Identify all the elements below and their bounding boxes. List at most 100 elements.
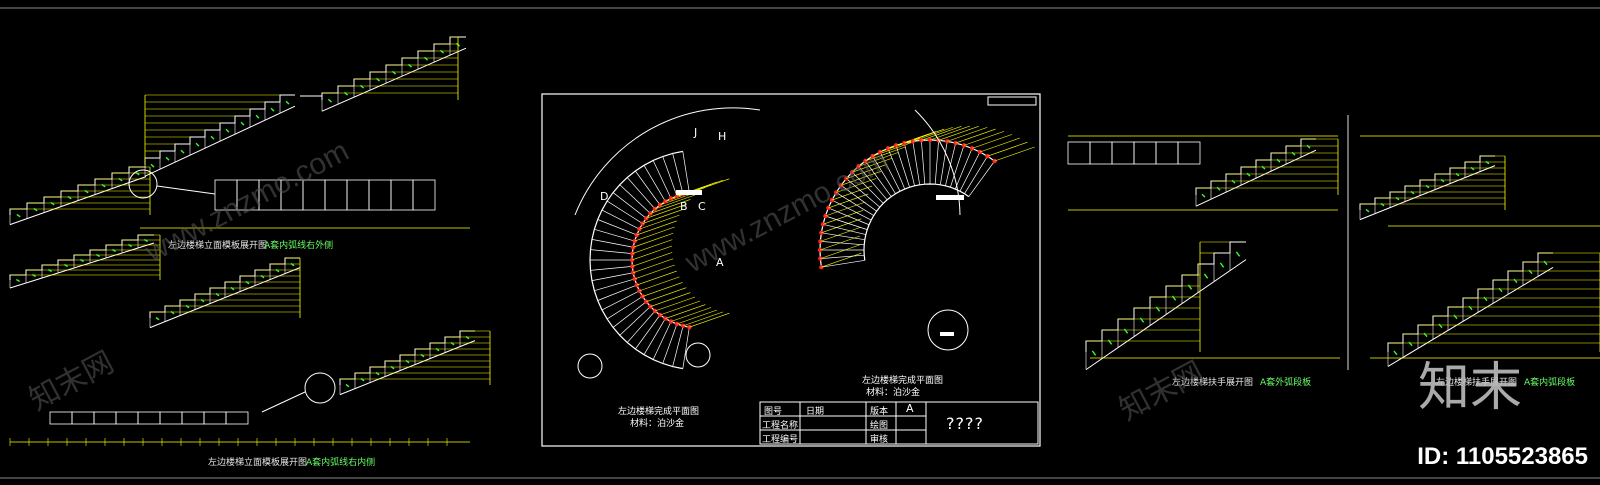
leader-line — [639, 214, 680, 230]
plan-label-c: C — [698, 200, 706, 213]
tread-line — [836, 192, 874, 216]
stair-profile — [1359, 155, 1495, 210]
tread-line — [968, 160, 995, 197]
leader-line — [659, 300, 701, 316]
handrail-tick — [1470, 166, 1475, 171]
tread-line — [591, 239, 634, 248]
tread-line — [903, 142, 915, 186]
leader-line — [689, 312, 730, 328]
plan-label-b: B — [680, 200, 688, 213]
panel-box — [137, 411, 161, 425]
tread-line — [612, 192, 647, 219]
tread-line — [954, 148, 973, 190]
handrail-tick — [118, 177, 123, 182]
detail-circle — [128, 169, 158, 199]
tread-line — [591, 272, 634, 281]
handrail-tick — [1235, 251, 1241, 257]
leader-line — [979, 137, 1021, 153]
handrail-tick — [1410, 190, 1415, 195]
newel-circle — [927, 309, 969, 351]
tread-line — [895, 145, 910, 188]
leader-line — [632, 252, 673, 267]
tread-line — [858, 166, 888, 201]
handrail-tick — [343, 91, 349, 96]
leader-line — [825, 201, 866, 217]
left-top-stair-elevation — [9, 36, 470, 229]
tread-line — [821, 259, 865, 268]
handrail-tick — [1528, 269, 1533, 275]
stringer-line — [1359, 165, 1496, 221]
plan-right-caption-line1: 左边楼梯完成平面图 — [862, 376, 944, 386]
handrail-tick — [1423, 332, 1428, 338]
tb-version-label: 版本 — [870, 407, 889, 417]
leader-line — [654, 194, 696, 210]
handrail-tick — [1393, 350, 1398, 356]
tb-review-label: 审核 — [870, 435, 889, 445]
leader-line — [646, 287, 687, 302]
panel-box — [1133, 141, 1157, 165]
leader-line — [261, 391, 306, 413]
tread-line — [950, 145, 965, 188]
leader-line — [634, 226, 675, 242]
handrail-tick — [1498, 287, 1503, 293]
right-handrail-elevation-inner — [1359, 135, 1600, 367]
tread-line — [626, 177, 656, 210]
handrail-tick — [1171, 295, 1177, 301]
handrail-tick — [1455, 172, 1460, 177]
arrow-marker — [936, 195, 964, 200]
tread-line — [606, 200, 643, 224]
plan-sheet — [541, 93, 1041, 447]
tread-line — [959, 151, 981, 192]
handrail-tick — [405, 359, 410, 364]
tread-line — [635, 170, 661, 206]
handrail-tick — [1261, 165, 1266, 170]
tread-line — [635, 314, 661, 350]
handrail-tick — [391, 70, 397, 75]
leader-line — [636, 270, 677, 286]
sheet-frame — [541, 93, 1041, 447]
panel-box — [1111, 141, 1135, 165]
leader-line — [971, 134, 1013, 149]
tread-line — [662, 323, 678, 364]
handrail-tick — [270, 107, 275, 112]
stair-outer-edge — [819, 139, 995, 268]
leader-line — [955, 128, 996, 144]
handrail-tick — [1425, 184, 1430, 189]
tread-line — [887, 148, 906, 190]
handrail-tick — [450, 341, 455, 346]
handrail-tick — [345, 383, 350, 388]
stair-profile — [339, 330, 475, 385]
tb-date-label: 日期 — [806, 407, 825, 417]
tread-line — [828, 207, 870, 226]
handrail-tick — [1091, 350, 1097, 356]
top-left-caption: 左边楼梯立面模板展开图 — [168, 241, 268, 251]
handrail-tick — [96, 253, 100, 258]
tread-line — [601, 209, 640, 230]
handrail-tick — [150, 163, 155, 168]
leader-line — [836, 178, 877, 193]
handrail-tick — [1468, 305, 1473, 311]
tb-project-no-label: 工程编号 — [762, 435, 799, 445]
leader-line — [632, 239, 673, 254]
leader-line — [821, 252, 862, 268]
handrail-tick — [101, 183, 106, 188]
handrail-tick — [165, 156, 170, 161]
leader-line — [963, 131, 1005, 146]
handrail-tick — [1440, 178, 1445, 183]
tb-version-value: A — [906, 402, 914, 415]
plan-left-caption-line2: 材料：泊沙金 — [630, 419, 685, 429]
handrail-tick — [32, 273, 36, 278]
handrail-tick — [16, 278, 20, 283]
panel-box — [1177, 141, 1201, 165]
tread-line — [964, 156, 988, 194]
handrail-tick — [230, 286, 235, 291]
leader-line — [987, 141, 1028, 157]
tread-line — [652, 321, 672, 360]
handrail-tick — [33, 207, 38, 212]
tread-line — [939, 141, 948, 185]
tread-line — [672, 325, 684, 367]
leader-line — [852, 157, 893, 173]
handrail-tick — [1453, 314, 1458, 320]
panel-box — [181, 411, 205, 425]
